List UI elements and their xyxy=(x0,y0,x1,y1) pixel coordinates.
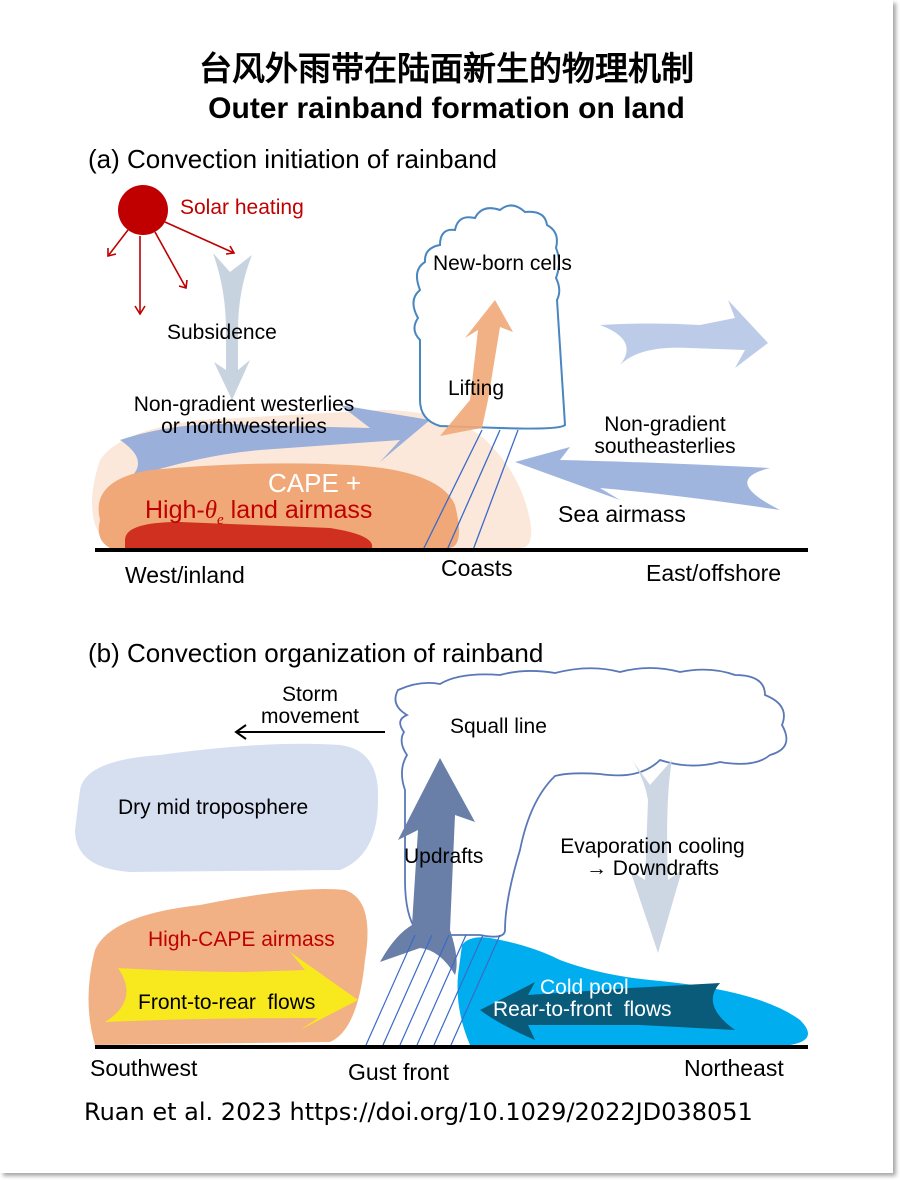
land-airmass-core xyxy=(125,522,373,548)
gust-front-label: Gust front xyxy=(348,1059,449,1085)
northeast-label: Northeast xyxy=(684,1055,784,1081)
westerlies-label: Non-gradient westerlies or northwesterli… xyxy=(133,393,355,439)
downdrafts-arrow xyxy=(630,760,682,953)
english-title: Outer rainband formation on land xyxy=(208,92,685,125)
storm-movement-label: Storm movement xyxy=(260,683,360,729)
subsidence-arrow xyxy=(213,253,252,400)
southwest-label: Southwest xyxy=(90,1055,198,1081)
high-cape-airmass-label: High-CAPE airmass xyxy=(148,928,335,951)
sun-icon xyxy=(118,185,168,235)
gust-front-rain-lines xyxy=(365,934,501,1046)
lifting-arrow xyxy=(440,300,513,436)
chinese-title: 台风外雨带在陆面新生的物理机制 xyxy=(199,49,694,88)
cold-pool-label: Cold pool xyxy=(540,976,629,999)
sea-airmass-label: Sea airmass xyxy=(558,501,686,527)
sun-rays-icon xyxy=(107,221,236,316)
dry-mid-troposphere-label: Dry mid troposphere xyxy=(118,796,309,819)
high-cape-airmass-shape xyxy=(88,889,368,1045)
squall-line-label: Squall line xyxy=(450,715,547,738)
land-airmass-label: High-θe land airmass xyxy=(145,496,373,528)
squall-line-cloud-outline xyxy=(394,667,788,938)
outflow-arrow xyxy=(600,300,768,368)
coast-rain-lines xyxy=(422,429,519,551)
west-inland-label: West/inland xyxy=(125,562,245,588)
southeasterlies-label: Non-gradient southeasterlies xyxy=(594,413,736,459)
rear-to-front-arrow xyxy=(480,982,735,1040)
panel-b-label: (b) Convection organization of rainband xyxy=(88,638,544,668)
updrafts-arrow xyxy=(380,758,475,975)
westerlies-arrow xyxy=(120,405,430,478)
east-offshore-label: East/offshore xyxy=(646,560,782,586)
storm-movement-arrow xyxy=(234,724,385,740)
updrafts-label: Updrafts xyxy=(404,845,484,868)
panel-a-label: (a) Convection initiation of rainband xyxy=(88,144,498,174)
solar-heating-label: Solar heating xyxy=(180,196,304,219)
coasts-label: Coasts xyxy=(441,555,513,581)
cape-label: CAPE + xyxy=(268,468,362,498)
new-born-cells-label: New-born cells xyxy=(433,252,572,275)
dry-mid-troposphere-shape xyxy=(75,743,379,872)
rear-to-front-flows-label: Rear-to-front flows xyxy=(493,998,672,1021)
evaporation-cooling-label: Evaporation cooling → Downdrafts xyxy=(560,835,745,881)
subsidence-label: Subsidence xyxy=(167,321,277,344)
lifting-label: Lifting xyxy=(448,377,505,400)
southeasterlies-arrow xyxy=(515,447,780,510)
citation-link[interactable]: Ruan et al. 2023 https://doi.org/10.1029… xyxy=(84,1098,753,1126)
front-to-rear-arrow xyxy=(105,952,358,1030)
front-to-rear-flows-label: Front-to-rear flows xyxy=(138,991,316,1014)
